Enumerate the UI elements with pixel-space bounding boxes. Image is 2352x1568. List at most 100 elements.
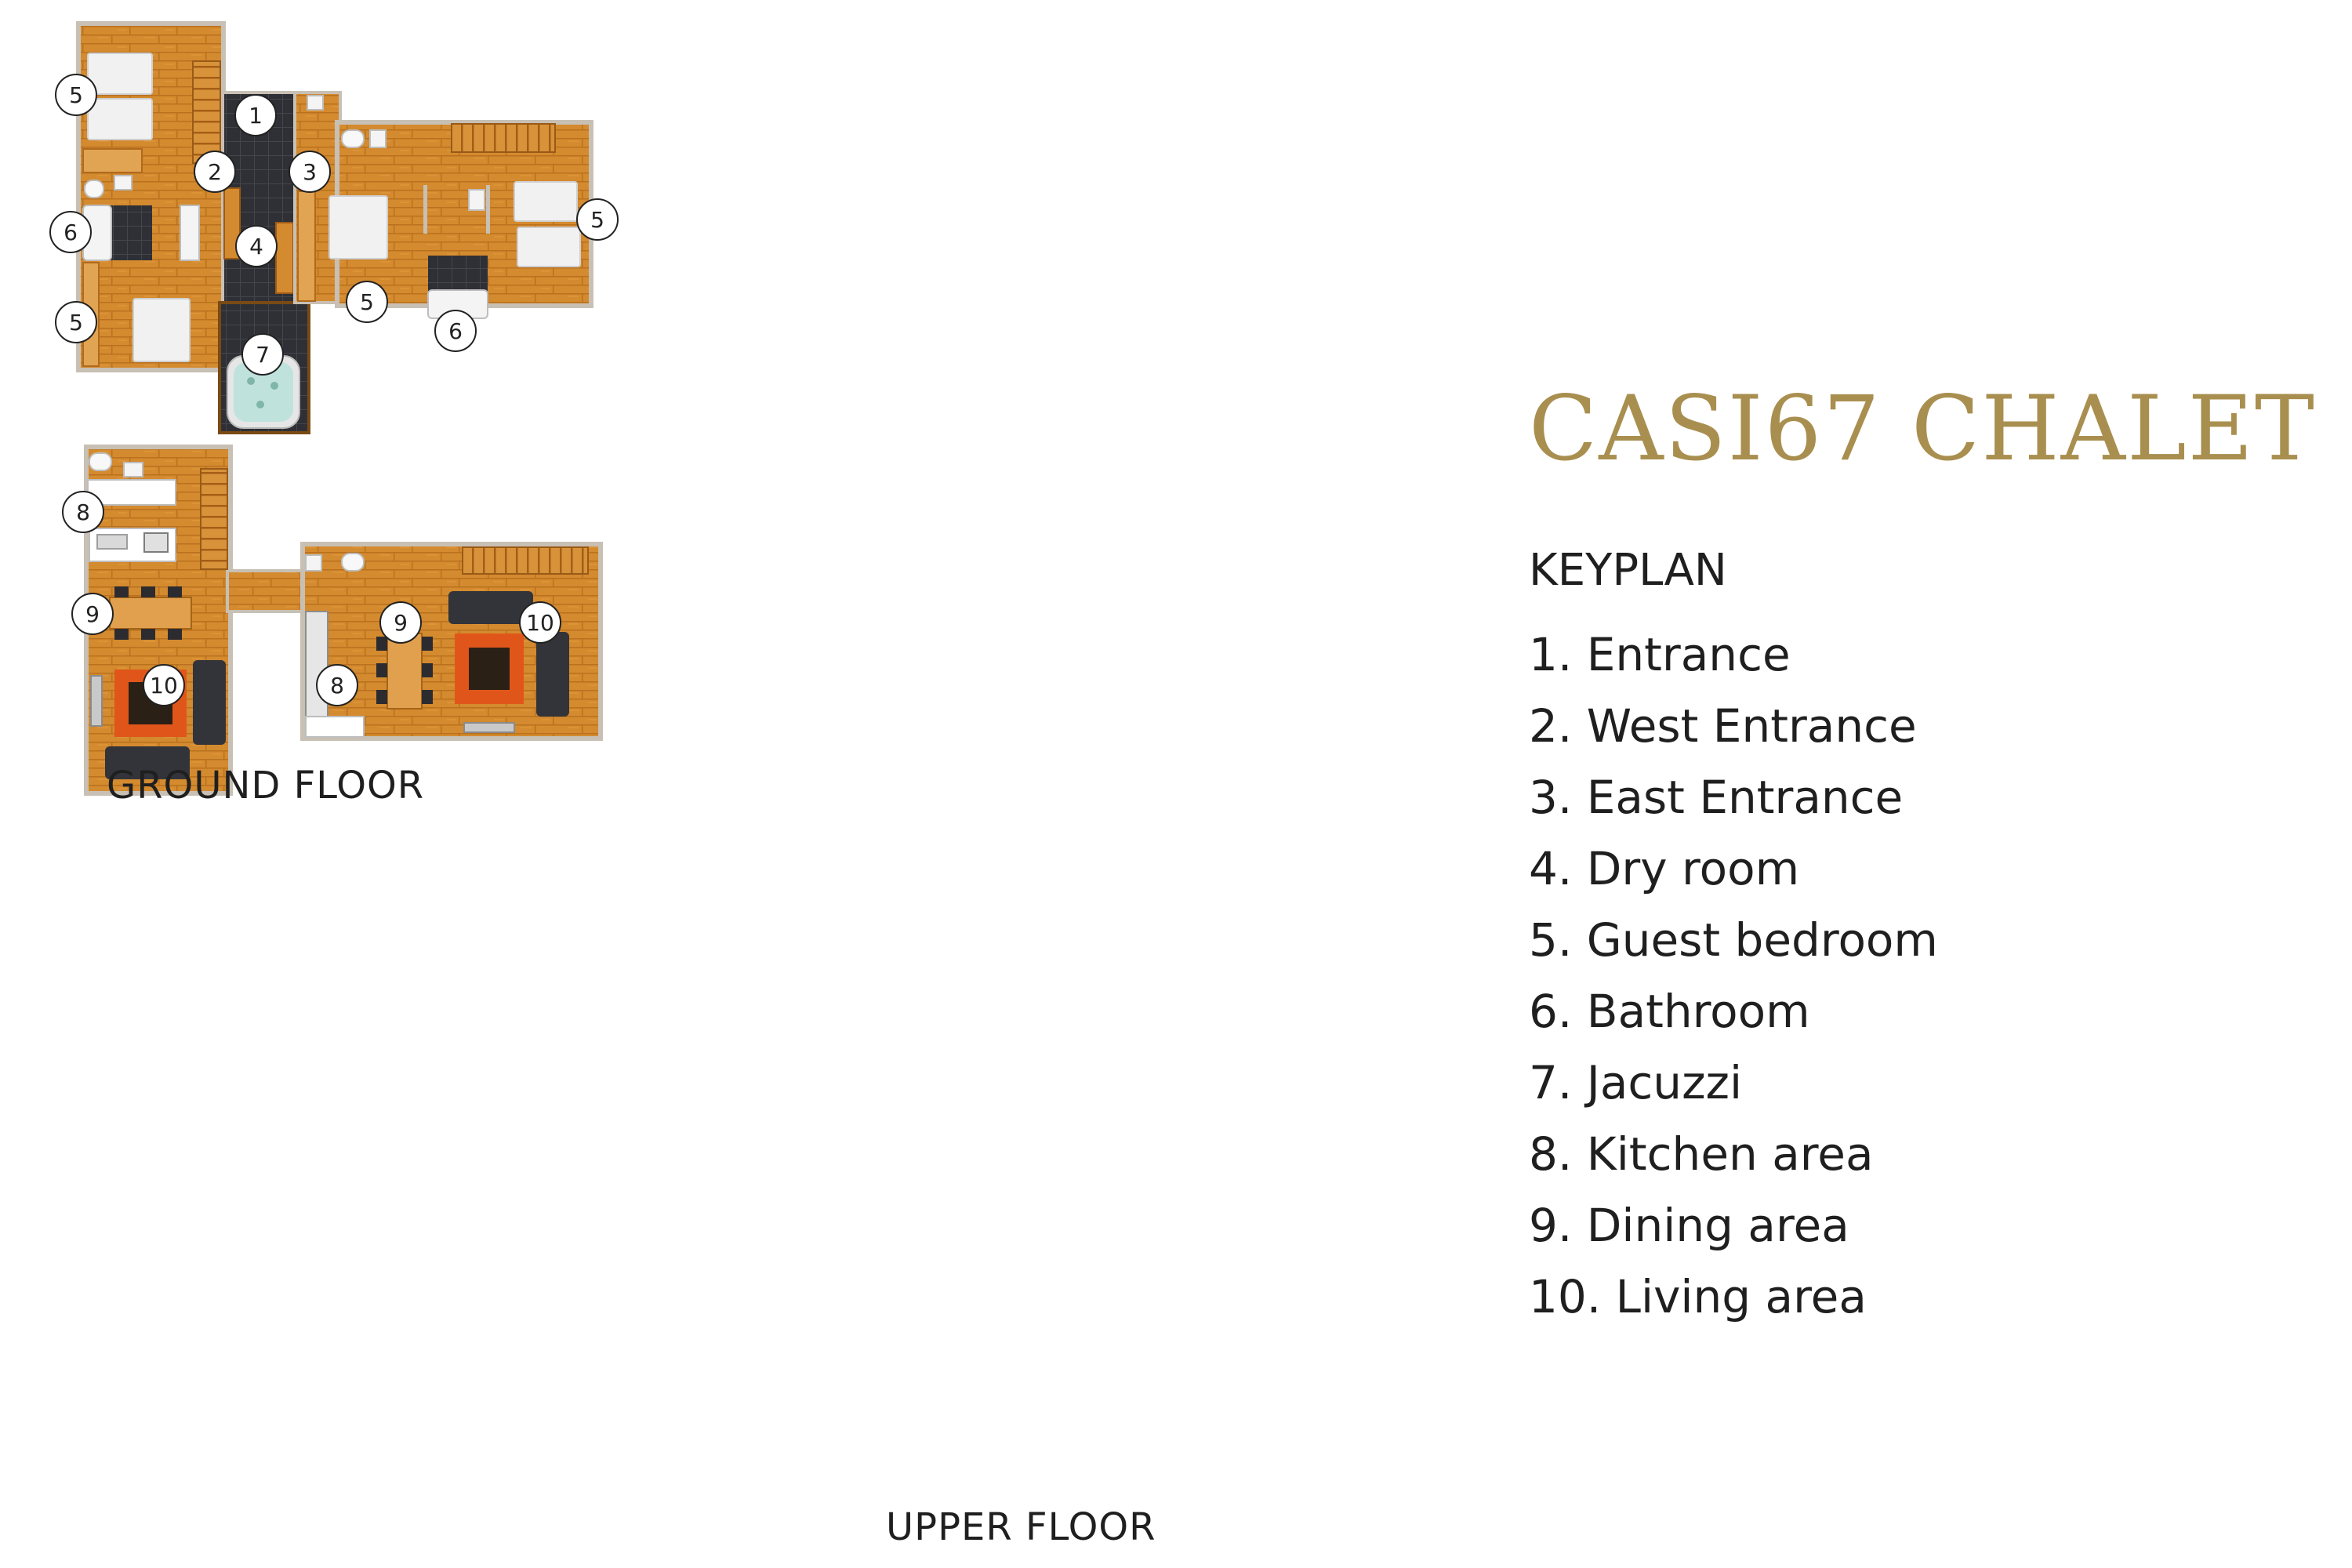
bed-icon [132,298,191,362]
legend-item: 7. Jacuzzi [1529,1056,1743,1109]
marker[interactable]: 5 [576,198,619,241]
marker-label: 3 [303,159,317,185]
marker[interactable]: 5 [55,74,97,116]
marker-label: 6 [64,220,78,245]
marker[interactable]: 1 [234,94,277,136]
dining-table-icon [387,633,423,710]
page-title: CASI67 CHALET [1529,376,2316,481]
stairs-icon [200,468,228,570]
keyplan-legend: 1. Entrance 2. West Entrance 3. East Ent… [1529,619,1938,1333]
marker[interactable]: 4 [235,225,278,267]
sink-icon [369,129,387,148]
marker-label: 5 [69,310,83,336]
keyplan-heading: KEYPLAN [1529,545,1727,596]
marker-label: 4 [249,234,263,260]
floor-plan: 5 1 2 3 6 4 5 5 5 6 7 8 9 10 9 10 8 [49,21,619,796]
legend-item: 1. Entrance [1529,628,1791,681]
bathroom-tile-floor [428,256,488,292]
marker-label: 9 [85,601,100,627]
legend-item: 4. Dry room [1529,842,1800,895]
sink-icon [468,189,485,211]
marker[interactable]: 2 [194,151,236,193]
jacuzzi-jet [247,377,255,385]
chair-icon [376,663,387,677]
marker[interactable]: 5 [346,281,388,323]
chair-icon [168,629,182,640]
bed-icon [87,98,153,140]
marker[interactable]: 3 [289,151,331,193]
stairs-icon [192,60,221,164]
legend-item: 9. Dining area [1529,1199,1849,1252]
bed-icon [517,227,581,267]
tv-icon [463,722,515,733]
fireplace-icon [90,675,103,727]
marker[interactable]: 9 [379,601,422,644]
legend-item: 3. East Entrance [1529,771,1904,824]
sink-icon [96,534,128,550]
marker[interactable]: 8 [316,664,358,706]
marker-label: 5 [360,289,374,315]
toilet-icon [84,180,104,198]
marker-label: 2 [208,159,222,185]
sofa-icon [193,660,226,745]
legend-item: 5. Guest bedroom [1529,913,1938,967]
sink-icon [114,175,132,191]
marker-label: 9 [394,610,408,636]
ground-floor [76,21,593,434]
sink-icon [307,95,324,111]
legend-item: 2. West Entrance [1529,699,1917,753]
marker[interactable]: 5 [55,301,97,343]
marker[interactable]: 10 [519,601,561,644]
toilet-icon [89,452,112,471]
marker[interactable]: 8 [62,491,104,533]
bathroom-tile-floor [110,205,152,260]
stairs-icon [462,546,589,575]
marker[interactable]: 9 [71,593,114,635]
wardrobe [297,191,316,302]
chair-icon [114,586,129,597]
rug-center [469,648,510,690]
chair-icon [376,690,387,704]
sink-icon [123,462,143,477]
sofa-icon [536,632,569,717]
chair-icon [114,629,129,640]
chair-icon [141,586,155,597]
marker[interactable]: 6 [49,211,92,253]
bedroom-divider-wall [82,148,143,173]
chair-icon [422,690,433,704]
jacuzzi-jet [256,401,264,408]
toilet-icon [341,553,365,572]
jacuzzi-water [234,362,293,422]
bed-icon [328,195,388,260]
legend-item: 10. Living area [1529,1270,1867,1323]
sink-icon [305,554,322,572]
stairs-icon [451,123,556,153]
marker-label: 10 [526,610,554,636]
bench [275,222,294,294]
marker-label: 5 [69,82,83,108]
number-markers: 5 1 2 3 6 4 5 5 5 6 7 8 9 10 9 10 8 [49,74,619,706]
bed-icon [87,53,153,95]
marker[interactable]: 6 [434,310,477,352]
marker-label: 7 [256,342,270,368]
chair-icon [141,629,155,640]
chair-icon [376,637,387,651]
marker-label: 8 [76,499,90,525]
sofa-icon [105,746,190,779]
ground-floor-label: GROUND FLOOR [107,764,425,808]
marker-label: 10 [150,673,178,699]
sofa-icon [448,591,533,624]
marker-label: 1 [249,103,263,129]
interior-wall [423,185,427,234]
dining-table-icon [109,597,192,630]
chair-icon [422,637,433,651]
toilet-icon [341,129,365,148]
interior-wall [486,185,490,234]
bed-icon [514,181,578,222]
marker[interactable]: 10 [143,664,185,706]
upper-floor-label: UPPER FLOOR [886,1505,1156,1549]
chair-icon [168,586,182,597]
stove-icon [143,532,169,553]
sink-icon [180,205,200,261]
marker[interactable]: 7 [241,333,284,376]
